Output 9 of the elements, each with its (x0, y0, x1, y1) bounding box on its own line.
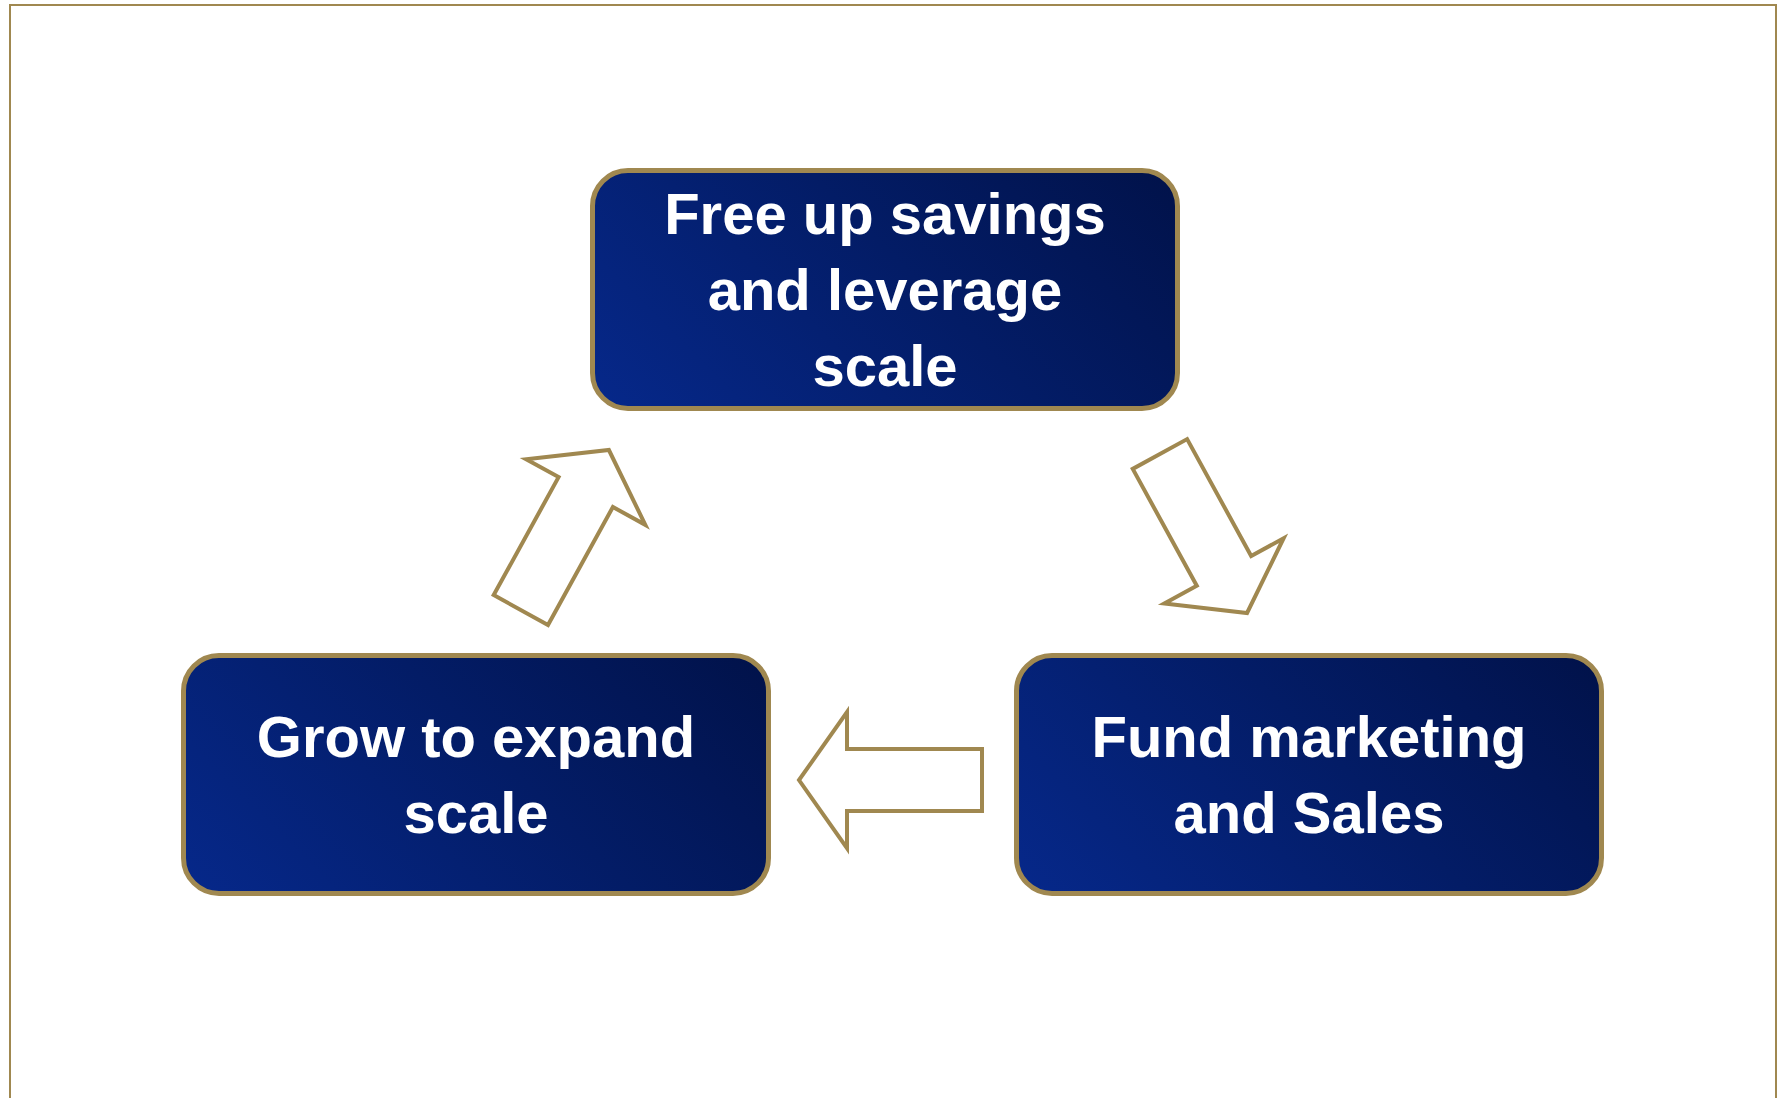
process-box (1014, 653, 1604, 896)
block-arrow (490, 447, 650, 628)
process-box (590, 168, 1180, 411)
box-label: Grow to expand scale (255, 702, 697, 847)
block-arrow (1130, 436, 1289, 616)
box-label: Free up savings and leverage scale (663, 179, 1107, 400)
process-box (181, 653, 771, 896)
box-label: Fund marketing and Sales (1090, 702, 1528, 847)
block-arrow (796, 705, 984, 855)
